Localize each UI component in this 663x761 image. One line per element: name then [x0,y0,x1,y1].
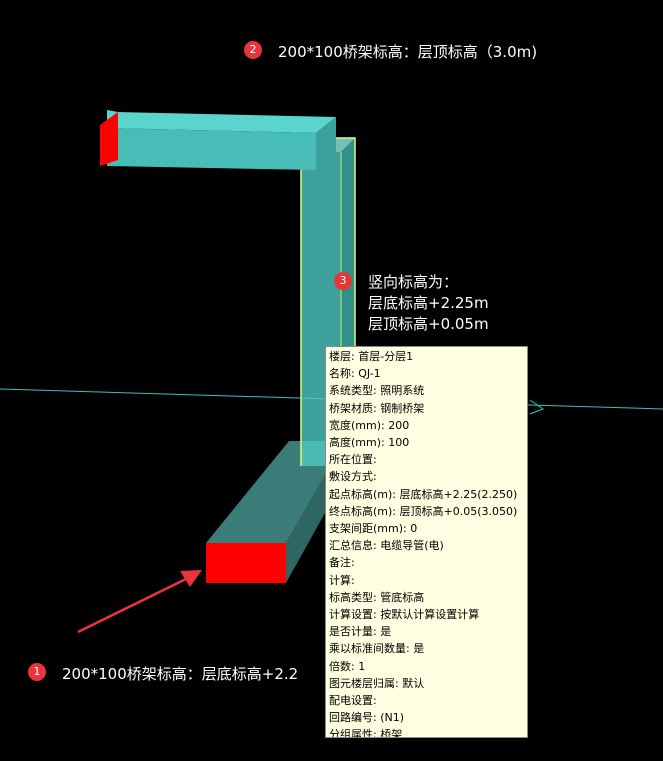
tooltip-row: 图元楼层归属: 默认 [329,676,425,690]
tooltip-row: 计算设置: 按默认计算设置计算 [329,608,480,622]
annotation-1: 1 200*100桥架标高：层底标高+2.2 [28,663,298,684]
tooltip-row: 乘以标准间数量: 是 [329,642,425,656]
axis-arrow [529,399,545,415]
tooltip-row: 倍数: 1 [329,659,366,673]
tooltip-row: 名称: QJ-1 [329,367,381,381]
top-tray-top [107,110,336,133]
tooltip-row: 支架间距(mm): 0 [329,522,418,536]
annotation-2: 2 200*100桥架标高：层顶标高（3.0m) [244,41,537,62]
annotation-badge: 2 [244,41,262,59]
tooltip-row: 分组属性: 桥架 [329,728,403,738]
tooltip-row: 备注: [329,556,355,570]
annotation-text: 200*100桥架标高：层底标高+2.2 [62,665,299,683]
tooltip-row: 高度(mm): 100 [329,436,410,450]
annotation-text: 200*100桥架标高：层顶标高（3.0m) [278,43,538,61]
property-tooltip: 楼层: 首层-分层1 名称: QJ-1 系统类型: 照明系统桥架材质: 钢制桥架宽度… [325,346,528,738]
callout-arrow [77,575,191,634]
top-tray-front [107,128,316,170]
tooltip-row: 系统类型: 照明系统 [329,384,425,398]
callout-arrow-head [180,570,202,587]
tooltip-row: 汇总信息: 电缆导管(电) [329,539,444,553]
top-tray-side [316,117,336,170]
tooltip-row: 回路编号: (N1) [329,711,405,725]
annotation-badge: 1 [28,663,46,681]
bottom-tray-end [206,543,286,583]
tooltip-row: 是否计量: 是 [329,625,392,639]
top-tray-end [100,112,118,166]
tooltip-row: 敷设方式: [329,470,377,484]
annotation-line: 层顶标高+0.05m [368,315,489,333]
annotation-3: 3 竖向标高为： 层底标高+2.25m 层顶标高+0.05m [334,272,489,335]
tooltip-row: 起点标高(m): 层底标高+2.25(2.250) [329,487,518,501]
tooltip-row: 宽度(mm): 200 [329,418,410,432]
tooltip-row: 桥架材质: 钢制桥架 [329,401,425,415]
annotation-line: 竖向标高为： [368,273,459,291]
tooltip-row: 楼层: 首层-分层1 [329,350,414,363]
annotation-lines: 竖向标高为： 层底标高+2.25m 层顶标高+0.05m [368,272,489,335]
tooltip-row: 计算: [329,573,355,587]
tooltip-row: 标高类型: 管底标高 [329,590,425,604]
annotation-line: 层底标高+2.25m [368,294,489,312]
tooltip-row: 配电设置: [329,694,377,708]
tooltip-row: 所在位置: [329,453,377,467]
tooltip-row: 终点标高(m): 层顶标高+0.05(3.050) [329,504,518,518]
bottom-tray-top [206,441,345,543]
annotation-badge: 3 [334,272,352,290]
